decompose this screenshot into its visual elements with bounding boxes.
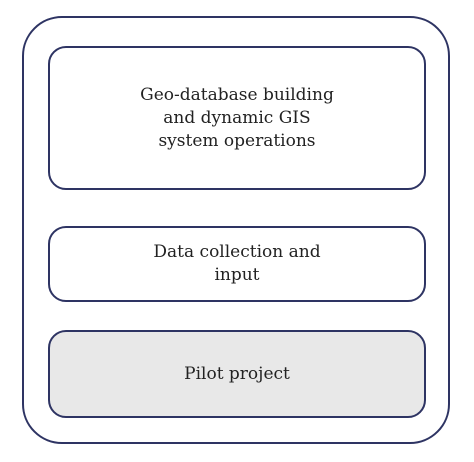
- layer-box-pilot-project: Pilot project: [48, 330, 426, 418]
- layer-label-geo-database: Geo-database building and dynamic GIS sy…: [140, 84, 334, 151]
- layer-box-data-collection: Data collection and input: [48, 226, 426, 302]
- layer-label-pilot-project: Pilot project: [184, 363, 290, 384]
- layer-label-data-collection: Data collection and input: [153, 242, 321, 285]
- layer-box-geo-database: Geo-database building and dynamic GIS sy…: [48, 46, 426, 190]
